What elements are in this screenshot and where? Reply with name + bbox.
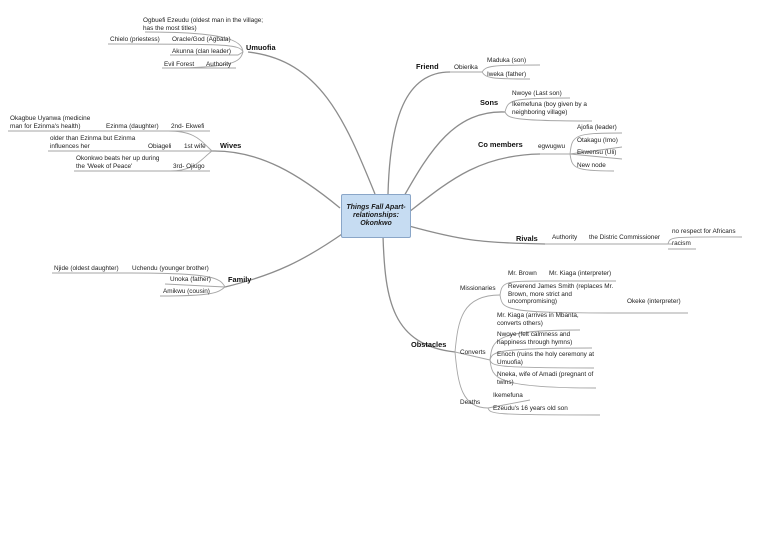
node-mr-brown[interactable]: Mr. Brown bbox=[508, 270, 537, 277]
obstacles-branch[interactable]: Obstacles bbox=[411, 340, 447, 349]
node-nwoye-calm[interactable]: Nwoye (felt calmness and happiness throu… bbox=[497, 331, 573, 346]
node-older[interactable]: older than Ezinma but Ezinma influences … bbox=[50, 135, 136, 150]
node-chielo[interactable]: Chielo (priestess) bbox=[110, 36, 160, 43]
node-nwoye[interactable]: Nwoye (Last son) bbox=[512, 90, 562, 97]
sons-branch[interactable]: Sons bbox=[480, 98, 499, 107]
node-ikemefuna-son[interactable]: Ikemefuna (boy given by a neighboring vi… bbox=[512, 101, 587, 116]
node-ogbuefi[interactable]: Ogbuefi Ezeudu (oldest man in the villag… bbox=[143, 17, 264, 32]
rivals-branch[interactable]: Rivals bbox=[516, 234, 538, 243]
branch-friend bbox=[387, 71, 451, 195]
node-maduka[interactable]: Maduka (son) bbox=[487, 57, 527, 64]
node-nneka[interactable]: Nneka, wife of Amadi (pregnant of twins) bbox=[497, 371, 594, 386]
node-ekwefi[interactable]: 2nd- Ekwefi bbox=[171, 123, 205, 130]
node-evil-forest[interactable]: Evil Forest bbox=[164, 61, 195, 68]
friend-branch[interactable]: Friend bbox=[416, 62, 439, 71]
node-smith[interactable]: Reverend James Smith (replaces Mr. Brown… bbox=[508, 283, 614, 306]
branch-sons bbox=[402, 111, 506, 199]
node-okeke[interactable]: Okeke (interpreter) bbox=[627, 298, 681, 305]
node-ajofia[interactable]: Ajofia (leader) bbox=[577, 124, 617, 131]
node-iweka[interactable]: Iweka (father) bbox=[487, 71, 527, 78]
branch-family bbox=[224, 231, 346, 288]
node-commissioner[interactable]: the Distric Commissioner bbox=[589, 234, 661, 241]
node-enoch[interactable]: Enoch (ruins the holy ceremony at Umuofi… bbox=[497, 351, 594, 366]
node-akunna[interactable]: Akunna (clan leader) bbox=[172, 48, 231, 55]
node-ikemefuna-death[interactable]: Ikemefuna bbox=[493, 392, 523, 399]
family-branch[interactable]: Family bbox=[228, 275, 252, 284]
node-no-respect[interactable]: no respect for Africans bbox=[672, 228, 736, 235]
node-obierika[interactable]: Obierika bbox=[454, 64, 478, 71]
node-okagbue[interactable]: Okagbue Uyanwa (medicine man for Ezinma'… bbox=[10, 115, 91, 130]
node-first-wife[interactable]: 1st wife bbox=[184, 143, 206, 150]
umuofia-branch[interactable]: Umuofia bbox=[246, 43, 276, 52]
node-obiageli[interactable]: Obiageli bbox=[148, 143, 172, 150]
node-missionaries[interactable]: Missionaries bbox=[460, 285, 496, 292]
node-egwugwu[interactable]: egwugwu bbox=[538, 143, 566, 150]
node-oracle[interactable]: Oracle/God (Agbala) bbox=[172, 36, 231, 43]
node-unoka[interactable]: Unoka (father) bbox=[170, 276, 211, 283]
branch-obstacles bbox=[382, 235, 456, 353]
node-ojiugo[interactable]: 3rd- Ojiugo bbox=[173, 163, 205, 170]
node-ezeudu-son[interactable]: Ezeudu's 16 years old son bbox=[493, 405, 568, 412]
central-topic-label: Things Fall Apart- relationships: Okonkw… bbox=[346, 204, 406, 227]
node-new-node[interactable]: New node bbox=[577, 162, 606, 169]
branch-wives bbox=[211, 150, 341, 209]
branch-comembers bbox=[408, 153, 541, 213]
node-ekwensu[interactable]: Ekwensu (Uli) bbox=[577, 149, 617, 156]
node-ezinma[interactable]: Ezinma (daughter) bbox=[106, 123, 159, 130]
central-topic[interactable]: Things Fall Apart- relationships: Okonkw… bbox=[341, 194, 411, 238]
node-njide[interactable]: Njide (oldest daughter) bbox=[54, 265, 119, 272]
comembers-branch[interactable]: Co members bbox=[478, 140, 523, 149]
node-otakagu[interactable]: Otakagu (Imo) bbox=[577, 137, 618, 144]
node-converts[interactable]: Converts bbox=[460, 349, 486, 356]
node-deaths[interactable]: Deaths bbox=[460, 399, 481, 406]
node-rivals-authority[interactable]: Authority bbox=[552, 234, 578, 241]
node-racism[interactable]: racism bbox=[672, 240, 691, 247]
node-umuofia-authority[interactable]: Authority bbox=[206, 61, 232, 68]
branch-umuofia bbox=[247, 51, 376, 195]
node-kiaga-interpreter[interactable]: Mr. Kiaga (interpreter) bbox=[549, 270, 612, 277]
wives-branch[interactable]: Wives bbox=[220, 141, 242, 150]
node-beats[interactable]: Okonkwo beats her up during the 'Week of… bbox=[76, 155, 160, 170]
branch-rivals bbox=[408, 225, 546, 245]
node-uchendu[interactable]: Uchendu (younger brother) bbox=[132, 265, 209, 272]
node-kiaga-mbanta[interactable]: Mr. Kiaga (arrives in Mbanta, converts o… bbox=[497, 312, 579, 327]
node-amikwu[interactable]: Amikwu (cousin) bbox=[163, 288, 210, 295]
